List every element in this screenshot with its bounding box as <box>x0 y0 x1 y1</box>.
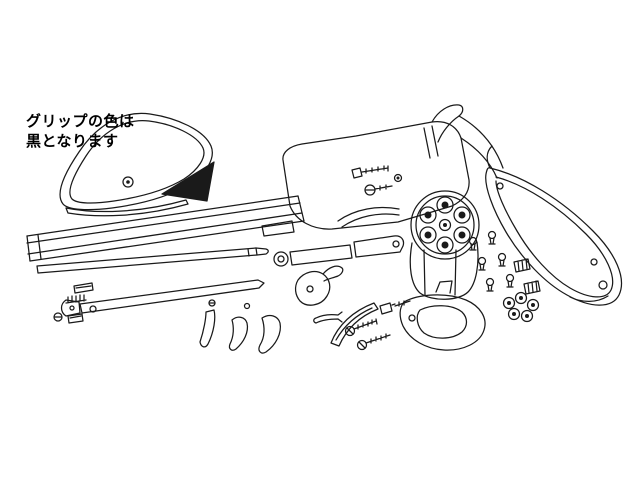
knurled-bushings <box>513 258 541 295</box>
nipple-cones <box>468 230 515 292</box>
trigger-parts <box>199 299 282 354</box>
washer-cluster <box>502 291 540 323</box>
grip-frame <box>485 145 623 306</box>
barrel-wedge-and-screws <box>53 282 97 324</box>
frame-screws <box>351 165 403 196</box>
hammer-spur <box>431 104 464 143</box>
loading-lever-arm <box>60 279 265 317</box>
loading-link-assembly <box>273 235 405 267</box>
bolt-part <box>294 265 344 306</box>
cylinder-pin-rod <box>36 247 269 274</box>
trigger-guard <box>399 280 486 351</box>
grip-color-note: グリップの色は 黒となります <box>26 112 135 153</box>
cylinder <box>409 190 480 300</box>
grip-color-note-line1: グリップの色は <box>26 113 135 130</box>
grip-panel <box>59 112 215 217</box>
grip-color-note-line2: 黒となります <box>26 133 119 151</box>
springs-and-screws <box>313 300 411 351</box>
barrel <box>26 195 305 262</box>
cylinder-chambers <box>419 196 471 254</box>
frame-assembly <box>282 104 504 230</box>
